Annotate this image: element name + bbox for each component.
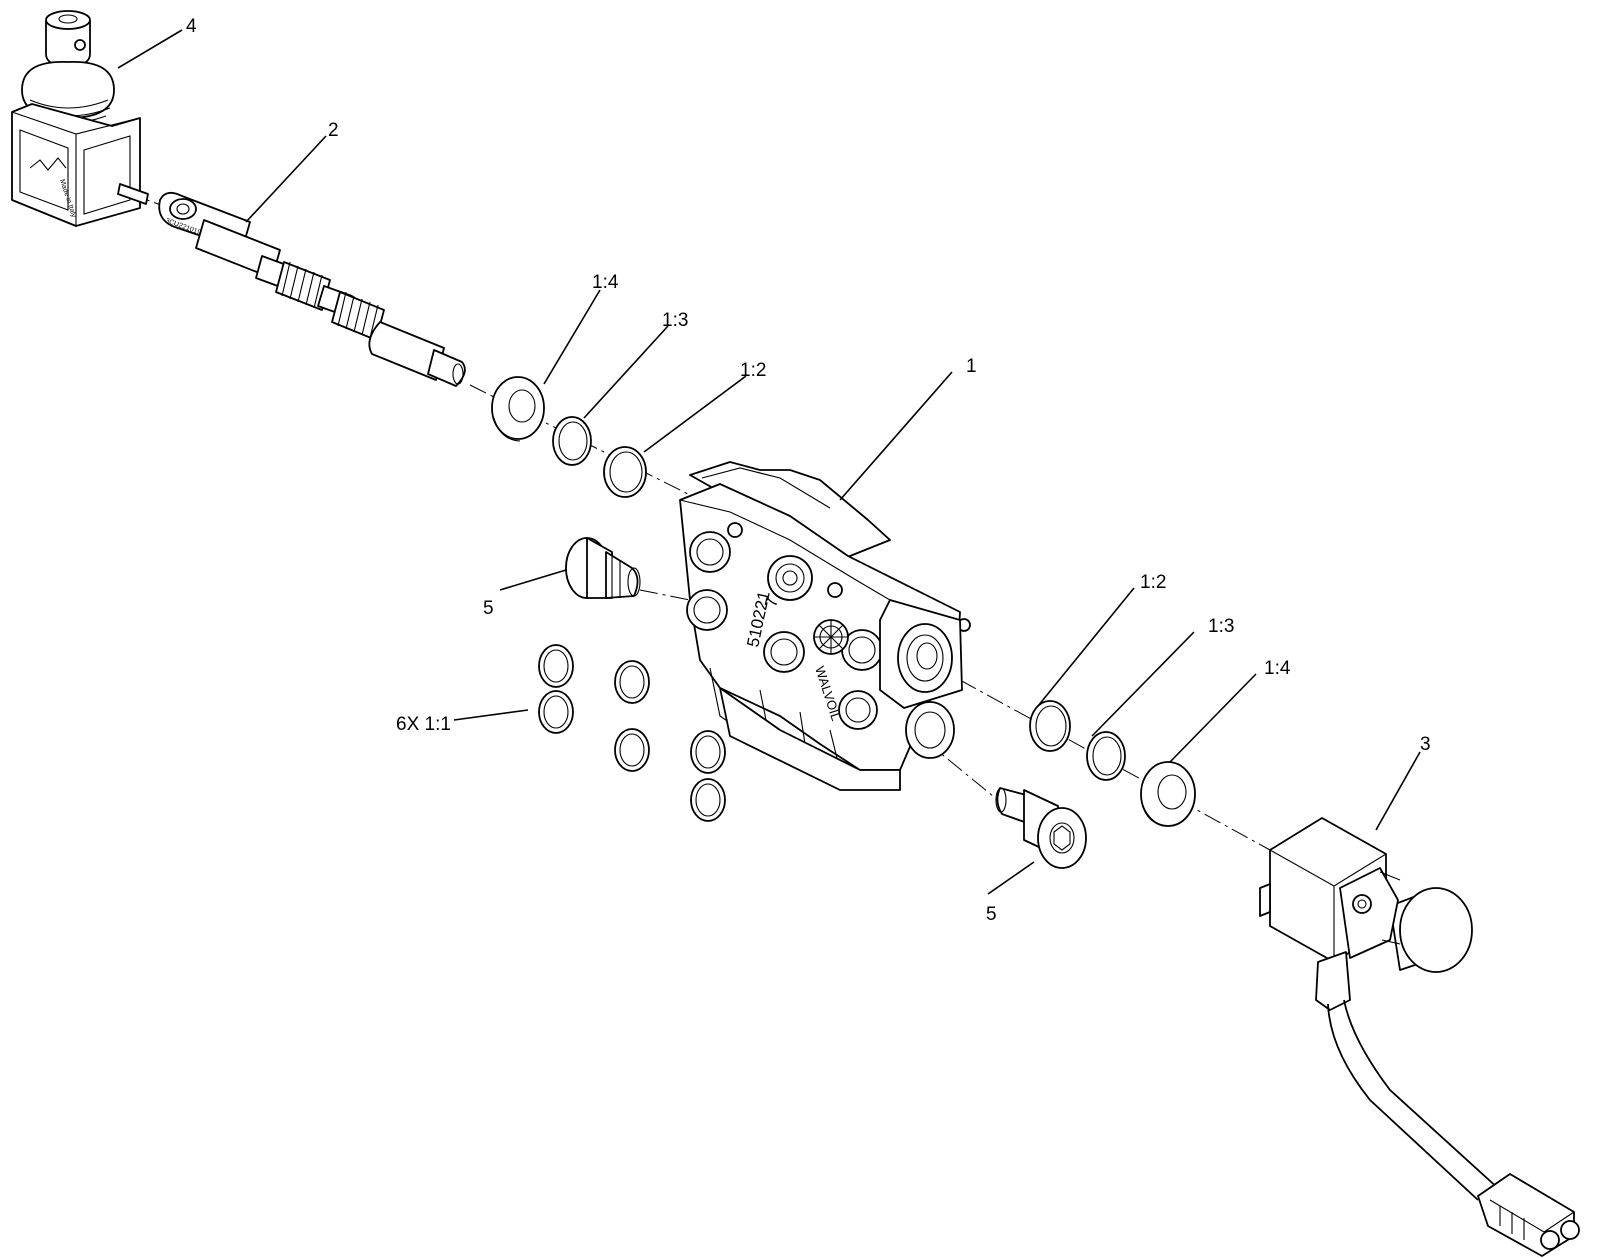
callout-body: 1 xyxy=(966,356,977,377)
o-ring-4 xyxy=(614,728,650,772)
plug-top xyxy=(565,537,641,599)
valve-port-4 xyxy=(763,631,805,673)
leader-body xyxy=(839,371,953,501)
callout-seal-top-outer: 1:4 xyxy=(592,272,619,293)
o-ring-3 xyxy=(538,690,574,734)
solenoid-screw xyxy=(1352,894,1372,914)
o-ring-5 xyxy=(690,730,726,774)
solenoid-cable xyxy=(1327,1003,1479,1201)
valve-port-6 xyxy=(838,690,878,730)
leader-lever xyxy=(117,29,183,69)
leader-plug-top xyxy=(499,569,567,591)
solenoid-assembly xyxy=(1259,817,1580,1257)
valve-body: 510221 7 WALVOIL xyxy=(679,461,971,791)
leader-seal-top-inner xyxy=(643,375,747,453)
solenoid-cap xyxy=(1399,887,1473,973)
valve-mount-hole-2 xyxy=(827,582,843,598)
seal-bottom-mid xyxy=(1086,731,1126,781)
valve-port-3 xyxy=(767,555,813,601)
seal-bottom-outer xyxy=(1140,761,1196,827)
seal-bottom-inner xyxy=(1029,700,1071,752)
leader-solenoid xyxy=(1375,751,1421,831)
spool-end xyxy=(427,349,466,387)
plug-bottom xyxy=(995,787,1087,869)
callout-plug-bottom: 5 xyxy=(986,904,997,925)
spool-assembly: 3CU2210190 xyxy=(158,191,466,387)
solenoid-connector xyxy=(1477,1173,1575,1257)
o-ring-1 xyxy=(538,644,574,688)
spool-spring-1 xyxy=(275,261,331,311)
leader-seal-top-outer xyxy=(543,289,601,385)
o-ring-6 xyxy=(690,778,726,822)
callout-plug-top: 5 xyxy=(483,598,494,619)
solenoid-gland xyxy=(1315,951,1351,1011)
valve-body-mark: 7 xyxy=(761,596,782,609)
lever-knob-top xyxy=(45,10,91,30)
seal-top-inner xyxy=(603,446,647,498)
callout-seal-top-inner: 1:2 xyxy=(740,360,766,381)
spool-sleeve xyxy=(368,321,445,381)
callout-lever: 4 xyxy=(186,16,197,37)
o-ring-2 xyxy=(614,660,650,704)
seal-top-mid xyxy=(552,416,592,466)
valve-mount-hole-1 xyxy=(727,522,743,538)
seal-top-outer xyxy=(491,376,545,442)
axis-line-plug-top xyxy=(639,589,691,601)
valve-body-top xyxy=(689,461,891,561)
leader-seal-bottom-outer xyxy=(1169,673,1257,763)
leader-lines xyxy=(117,29,1421,895)
leader-seal-bottom-mid xyxy=(1091,631,1195,737)
callout-seal-bottom-inner: 1:2 xyxy=(1140,572,1166,593)
callout-spool: 2 xyxy=(328,120,339,141)
valve-body-bottom xyxy=(719,687,901,791)
leader-seal-bottom-inner xyxy=(1037,587,1135,707)
valve-port-2 xyxy=(686,589,728,631)
callout-seal-top-mid: 1:3 xyxy=(662,310,688,331)
leader-seal-top-mid xyxy=(583,325,669,419)
o-ring-set xyxy=(538,644,726,822)
callout-seal-bottom-mid: 1:3 xyxy=(1208,616,1234,637)
spool-clevis-hole xyxy=(169,198,197,220)
valve-lower-bore xyxy=(905,701,955,759)
callout-orings: 6X 1:1 xyxy=(396,714,451,735)
callout-seal-bottom-outer: 1:4 xyxy=(1264,658,1291,679)
valve-side-bore xyxy=(879,599,963,709)
axis-line-right xyxy=(959,679,1271,851)
leader-orings xyxy=(453,709,529,721)
lever-pin-hole xyxy=(74,39,86,51)
solenoid-bracket xyxy=(1339,867,1399,959)
leader-spool xyxy=(245,135,327,223)
leader-plug-bottom xyxy=(987,861,1035,895)
lever-stub xyxy=(117,183,149,205)
callout-solenoid: 3 xyxy=(1420,734,1431,755)
lever-assembly: Made in Italy xyxy=(11,10,149,227)
valve-casting-logo xyxy=(813,619,849,655)
valve-port-1 xyxy=(689,531,731,573)
callout-labels: 4 2 1:4 1:3 1:2 1 5 6X 1:1 1:2 1:3 1:4 5… xyxy=(186,16,1431,925)
